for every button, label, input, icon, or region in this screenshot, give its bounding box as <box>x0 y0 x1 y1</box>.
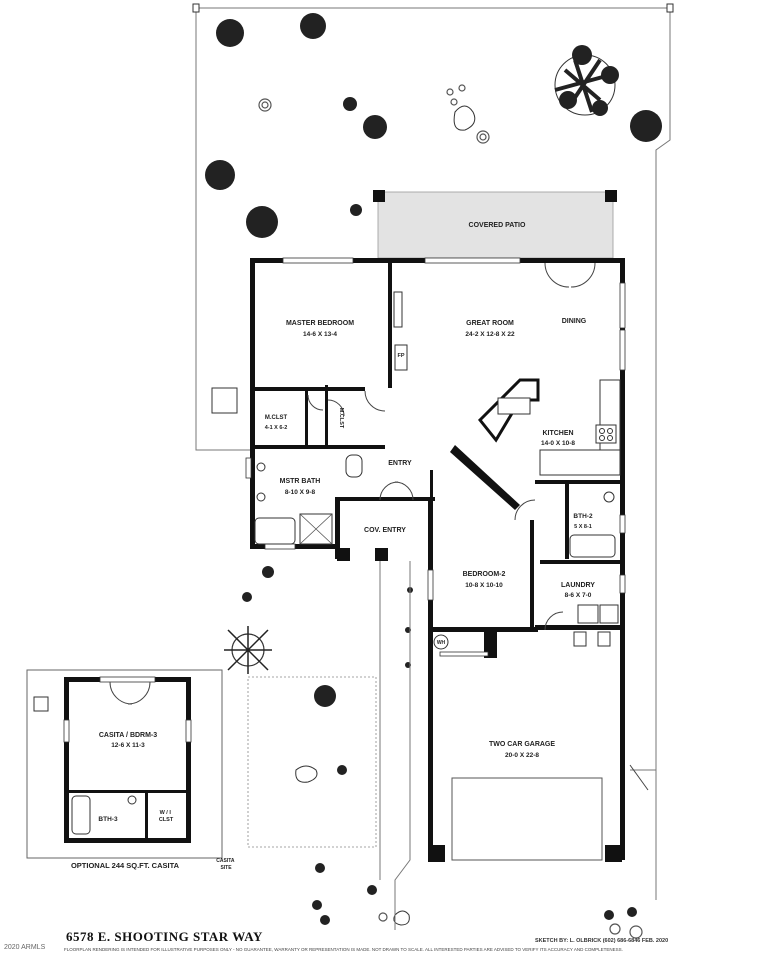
fixtures <box>254 291 619 650</box>
label-optional-casita: OPTIONAL 244 SQ.FT. CASITA <box>71 861 180 870</box>
label-dining: DINING <box>562 318 587 325</box>
disclaimer: FLOORPLAN RENDERING IS INTENDED FOR ILLU… <box>64 947 623 952</box>
room-labels: COVERED PATIO MASTER BEDROOM 14-6 X 13-4… <box>71 222 595 871</box>
label-bth-3: BTH-3 <box>98 816 118 823</box>
label-bedroom-2: BEDROOM-2 <box>463 571 506 578</box>
doors <box>307 262 596 631</box>
dims-bedroom-2: 10-8 X 10-10 <box>465 582 503 589</box>
dims-bth-2: 5 X 8-1 <box>574 524 592 530</box>
label-casita: CASITA / BDRM-3 <box>99 732 157 739</box>
label-wh: WH <box>437 640 446 646</box>
windows <box>245 257 626 601</box>
label-casita-site: CASITA SITE <box>216 858 235 871</box>
label-entry: ENTRY <box>388 460 412 467</box>
copyright: 2020 ARMLS <box>4 944 46 951</box>
landscaping <box>33 13 662 939</box>
casita-site-line-2: SITE <box>220 865 232 871</box>
wi-clst-line-1: W / I <box>160 810 172 816</box>
dims-casita: 12-6 X 11-3 <box>111 742 145 749</box>
label-garage: TWO CAR GARAGE <box>489 741 555 748</box>
casita-site-line-1: CASITA <box>216 858 235 864</box>
lot-boundary <box>192 3 674 900</box>
label-wi-clst: W / I CLST <box>159 810 174 823</box>
sketch-credit: SKETCH BY: L. OLBRICK (602) 686-6846 FEB… <box>535 938 669 944</box>
covered-patio <box>373 190 617 259</box>
dims-laundry: 8-6 X 7-0 <box>565 592 592 599</box>
address-title: 6578 E. SHOOTING STAR WAY <box>66 929 263 944</box>
wi-clst-line-2: CLST <box>159 817 174 823</box>
dims-master-bedroom: 14-6 X 13-4 <box>303 331 337 338</box>
label-covered-patio: COVERED PATIO <box>469 222 526 229</box>
tree-icon <box>554 45 619 116</box>
dims-m-clst-1: 4-1 X 6-2 <box>265 425 288 431</box>
dims-great-room: 24-2 X 12-8 X 22 <box>465 331 515 338</box>
label-kitchen: KITCHEN <box>542 430 573 437</box>
flower-icon <box>224 626 272 674</box>
label-m-clst-2: M.CLST <box>338 408 344 429</box>
walkways <box>247 561 411 930</box>
dims-garage: 20-0 X 22-8 <box>505 752 539 759</box>
label-great-room: GREAT ROOM <box>466 320 514 327</box>
label-master-bedroom: MASTER BEDROOM <box>286 320 354 327</box>
label-m-clst-1: M.CLST <box>265 415 288 421</box>
label-mstr-bath: MSTR BATH <box>280 478 321 485</box>
dims-kitchen: 14-0 X 10-8 <box>541 440 575 447</box>
label-bth-2: BTH-2 <box>573 513 593 520</box>
dims-mstr-bath: 8-10 X 9-8 <box>285 489 316 496</box>
casita <box>26 669 223 859</box>
label-laundry: LAUNDRY <box>561 582 595 589</box>
label-cov-entry: COV. ENTRY <box>364 527 406 534</box>
label-fp: FP <box>397 353 404 359</box>
